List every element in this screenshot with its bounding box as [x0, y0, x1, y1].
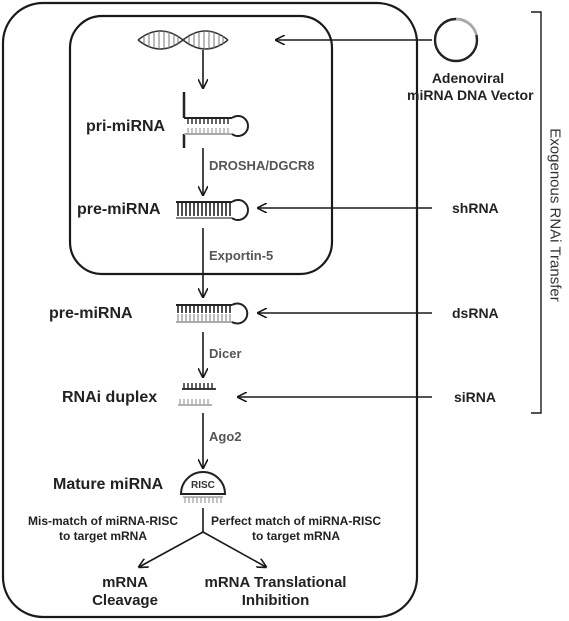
mrna-translational-inhibition-outcome: mRNA Translational Inhibition [188, 574, 363, 610]
mrna-inhibition-line1: mRNA Translational [204, 574, 347, 591]
dicer-label: Dicer [209, 346, 242, 361]
sirna-label: siRNA [454, 389, 497, 405]
perfect-match-note-line2: to target mRNA [251, 529, 340, 543]
arrow-branch-cleavage [139, 531, 204, 567]
nucleus-boundary [68, 14, 334, 276]
ago2-label: Ago2 [209, 429, 242, 444]
mismatch-note: Mis-match of miRNA-RISC to target mRNA [18, 514, 188, 544]
adenoviral-vector-label-line2: miRNA DNA Vector [407, 87, 534, 103]
perfect-match-note: Perfect match of miRNA-RISC to target mR… [205, 514, 387, 544]
exogenous-rnai-transfer-label: Exogenous RNAi Transfer [546, 128, 564, 302]
pre-mirna-hairpin-icon [176, 199, 249, 221]
rnai-duplex-label: RNAi duplex [62, 389, 158, 406]
pre-mirna-nucleus-label: pre-miRNA [77, 201, 161, 218]
pre-mirna-cytoplasm-label: pre-miRNA [49, 305, 133, 322]
cell-boundary [1, 1, 419, 619]
mismatch-note-line1: Mis-match of miRNA-RISC [27, 514, 178, 528]
perfect-match-note-line1: Perfect match of miRNA-RISC [210, 514, 382, 528]
adenoviral-vector-icon [433, 17, 479, 63]
shrna-label: shRNA [452, 200, 499, 216]
drosha-dgcr8-label: DROSHA/DGCR8 [209, 158, 315, 173]
adenoviral-vector-label: Adenoviral miRNA DNA Vector [407, 70, 534, 104]
adenoviral-vector-label-line1: Adenoviral [431, 70, 505, 86]
arrow-branch-inhibition [202, 531, 266, 567]
cytoplasmic-pre-mirna-hairpin-icon [176, 302, 249, 325]
mature-mirna-label: Mature miRNA [53, 476, 164, 493]
exportin-5-label: Exportin-5 [209, 248, 274, 263]
mrna-cleavage-line1: mRNA [102, 574, 148, 591]
exogenous-bracket [531, 11, 542, 414]
mrna-cleavage-outcome: mRNA Cleavage [70, 574, 180, 610]
risc-complex-icon [179, 471, 227, 503]
dna-helix-icon [137, 30, 229, 50]
rnai-duplex-icon [178, 383, 216, 406]
pri-mirna-hairpin-icon [182, 92, 249, 148]
mrna-inhibition-line2: Inhibition [241, 592, 310, 609]
mrna-cleavage-line2: Cleavage [92, 592, 158, 609]
pri-mirna-label: pri-miRNA [86, 118, 166, 135]
dsrna-label: dsRNA [452, 305, 499, 321]
risc-label: RISC [191, 480, 215, 491]
mismatch-note-line2: to target mRNA [58, 529, 147, 543]
